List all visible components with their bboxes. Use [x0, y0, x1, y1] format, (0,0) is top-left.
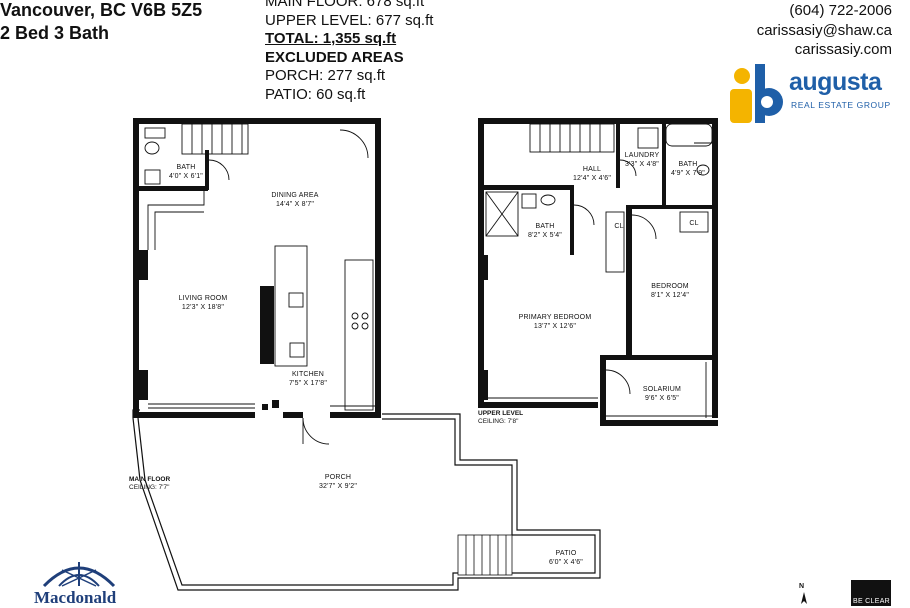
total-area: TOTAL: 1,355 sq.ft [265, 30, 397, 47]
be-clear-badge: BE CLEAR [851, 580, 891, 606]
closet-1-label: CL [614, 223, 624, 230]
upper-level-area: UPPER LEVEL: 677 sq.ft [265, 11, 434, 29]
upper-floor-fixtures [485, 123, 713, 418]
patio-area: PATIO: 60 sq.ft [265, 85, 366, 103]
porch-stairs [457, 534, 513, 576]
excluded-areas-heading: EXCLUDED AREAS [265, 48, 404, 66]
augusta-tagline: REAL ESTATE GROUP [791, 100, 891, 110]
porch-area: PORCH: 277 sq.ft [265, 67, 386, 84]
beds-baths: 2 Bed 3 Bath [0, 23, 110, 43]
listing-address: Vancouver, BC V6B 5Z5 [0, 0, 203, 20]
augusta-brand-name: augusta [789, 68, 882, 96]
porch-outline [132, 409, 601, 591]
macdonald-emblem-icon [42, 562, 116, 588]
agent-phone: (604) 722-2006 [789, 2, 892, 19]
upper-level-caption: UPPER LEVEL CEILING: 7'8" [478, 410, 524, 425]
macdonald-logo: Macdonald [34, 556, 134, 607]
compass-north-label: N [799, 583, 805, 590]
agent-contact: (604) 722-2006 carissasiy@shaw.ca cariss… [672, 1, 892, 60]
upper-floor-walls [478, 118, 718, 426]
agent-website: carissasiy.com [794, 41, 892, 58]
main-floor-fixtures [144, 123, 375, 445]
macdonald-name: Macdonald [34, 588, 117, 607]
augusta-logo-mark [730, 64, 783, 123]
augusta-logo: augusta REAL ESTATE GROUP [727, 62, 897, 128]
main-floor-caption: MAIN FLOOR CEILING: 7'7" [129, 476, 171, 491]
main-floor-area: MAIN FLOOR: 678 sq.ft [265, 0, 425, 10]
area-summary: MAIN FLOOR: 678 sq.ft UPPER LEVEL: 677 s… [265, 0, 505, 104]
main-floor-walls [133, 118, 381, 418]
agent-email: carissasiy@shaw.ca [756, 21, 892, 39]
closet-2-label: CL [689, 220, 699, 227]
north-compass-icon [801, 592, 807, 604]
